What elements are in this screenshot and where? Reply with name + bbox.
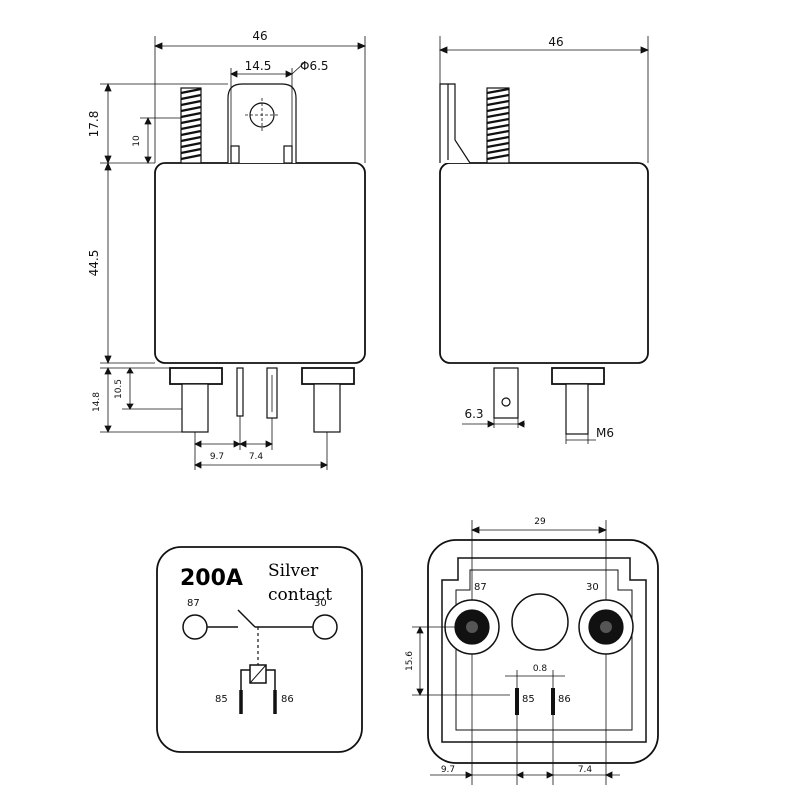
bottom-label-87: 87 bbox=[474, 582, 487, 593]
center-boss bbox=[511, 593, 569, 651]
dim-body-height: 44.5 bbox=[87, 250, 101, 277]
dim-pin-short: 10.5 bbox=[114, 379, 124, 399]
contact-label-2: contact bbox=[268, 585, 332, 605]
dim-hole-diameter: Φ6.5 bbox=[300, 59, 329, 73]
dim-pin-offset-b: 7.4 bbox=[249, 452, 264, 462]
dim-front-width: 46 bbox=[252, 29, 267, 43]
dim-tab-spacing: 14.5 bbox=[245, 59, 272, 73]
schematic-frame bbox=[156, 546, 363, 753]
label-87: 87 bbox=[187, 598, 200, 609]
dim-pin-offset-a: 9.7 bbox=[210, 452, 224, 462]
front-view: 46 14.5 Φ6.5 17.8 10 44.5 14.8 10.5 9.7 … bbox=[87, 29, 367, 470]
dim-stud-thread: M6 bbox=[596, 426, 614, 440]
contact-label-1: Silver bbox=[268, 561, 319, 581]
bottom-label-86: 86 bbox=[558, 694, 571, 705]
side-view: 46 6.3 M6 bbox=[438, 35, 650, 444]
dim-blade-gap: 0.8 bbox=[533, 664, 548, 674]
label-86: 86 bbox=[281, 694, 294, 705]
label-30: 30 bbox=[314, 598, 327, 609]
schematic: 200A Silver contact 87 30 85 86 bbox=[156, 546, 363, 753]
bottom-outer bbox=[427, 539, 659, 764]
dim-bottom-offset-right: 7.4 bbox=[578, 765, 593, 775]
dim-bottom-offset-left: 9.7 bbox=[441, 765, 455, 775]
dim-coil-height: 10 bbox=[132, 135, 142, 147]
bottom-label-30: 30 bbox=[586, 582, 599, 593]
rating-label: 200A bbox=[180, 566, 243, 591]
coil-symbol bbox=[249, 664, 267, 684]
label-85: 85 bbox=[215, 694, 228, 705]
switch-contact bbox=[237, 609, 256, 628]
dim-bottom-height: 15.6 bbox=[405, 651, 415, 671]
bottom-view: 29 87 30 15.6 0.8 85 86 9.7 7.4 bbox=[405, 517, 659, 785]
dim-stud-spacing: 29 bbox=[534, 517, 546, 527]
dim-top-height: 17.8 bbox=[87, 111, 101, 138]
bottom-label-85: 85 bbox=[522, 694, 535, 705]
front-body bbox=[154, 162, 366, 364]
side-body bbox=[439, 162, 649, 364]
dim-side-width: 46 bbox=[548, 35, 563, 49]
dim-pin-length: 14.8 bbox=[92, 392, 102, 412]
dim-blade-width: 6.3 bbox=[464, 407, 483, 421]
